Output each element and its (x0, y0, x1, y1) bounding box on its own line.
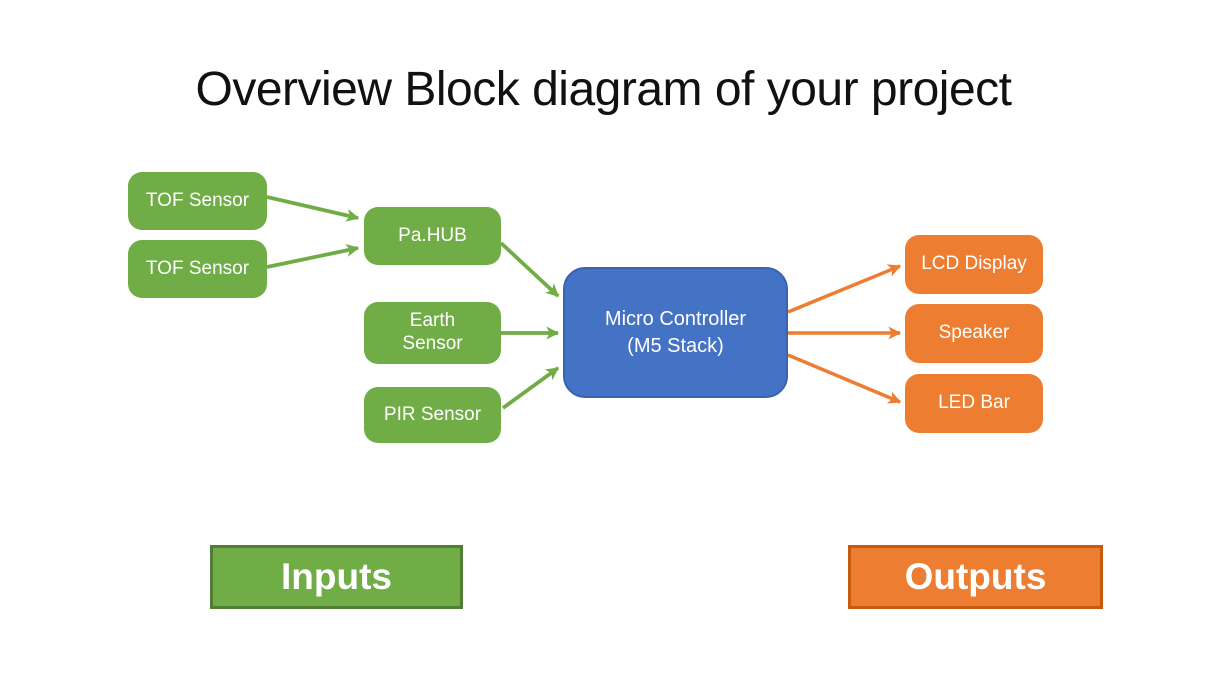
edge-pir-mcu (501, 366, 560, 410)
node-led-bar: LED Bar (905, 374, 1043, 433)
node-label-line2: Sensor (402, 333, 463, 354)
node-tof-sensor-1: TOF Sensor (128, 172, 267, 230)
inputs-legend: Inputs (210, 545, 463, 609)
node-label: LED Bar (938, 392, 1010, 414)
node-micro-controller: Micro Controller (M5 Stack) (563, 267, 788, 398)
node-tof-sensor-2: TOF Sensor (128, 240, 267, 298)
node-label-line1: Earth (409, 310, 456, 332)
outputs-legend-label: Outputs (904, 556, 1047, 597)
node-pir-sensor: PIR Sensor (364, 387, 501, 443)
edge-mcu-ledbar (787, 353, 902, 404)
node-label: PIR Sensor (383, 403, 482, 425)
inputs-legend-label: Inputs (281, 556, 392, 597)
node-lcd-display: LCD Display (905, 235, 1043, 294)
page-title: Overview Block diagram of your project (195, 63, 1012, 116)
node-label: Speaker (938, 322, 1010, 344)
edge-tof1-pahub (266, 195, 360, 222)
edge-pahub-mcu (499, 241, 560, 298)
node-speaker: Speaker (905, 304, 1043, 363)
node-label-line1: Micro Controller (604, 307, 747, 330)
node-label: TOF Sensor (145, 257, 250, 279)
node-pa-hub: Pa.HUB (364, 207, 501, 265)
node-label: TOF Sensor (145, 189, 250, 211)
node-label: Pa.HUB (398, 224, 467, 246)
outputs-legend: Outputs (848, 545, 1103, 609)
edge-tof2-pahub (266, 244, 360, 269)
node-label: LCD Display (921, 253, 1027, 275)
edge-mcu-lcd (787, 264, 902, 314)
node-label-line2: (M5 Stack) (627, 334, 724, 357)
node-earth-sensor: Earth Sensor (364, 302, 501, 364)
